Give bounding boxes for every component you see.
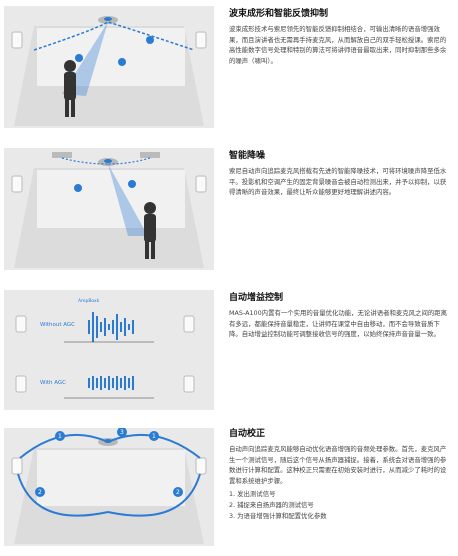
agc-tag-label: AmpBoxk [78, 298, 100, 304]
section-title: 波束成形和智能反馈抑制 [229, 9, 329, 19]
list-item: 1. 发出测试信号 [229, 490, 276, 499]
list-item: 3. 为语音增强计算和配置优化参数 [229, 511, 327, 520]
section-agc: AmpBoxk Without AGC With AGC [0, 280, 458, 420]
section-body: 索尼自动声向追踪麦克风搭载有先进的智能降噪技术，可将环境噪声降至低水平。投影机和… [229, 167, 447, 197]
section-auto-correction: 1 1 2 2 3 自动校正 自动声向追踪麦克风能够自动优化语音增强的音频处理参… [0, 420, 458, 556]
section-title: 自动增益控制 [229, 293, 284, 303]
list-item: 2. 捕捉来自扬声器的测试信号 [229, 500, 314, 509]
step-marker-1-right: 1 [152, 433, 156, 440]
section-body: 自动声向追踪麦克风能够自动优化语音增强的音频处理参数。首先，麦克风产生一个测试信… [229, 445, 447, 485]
step-marker-2-right: 2 [176, 489, 180, 496]
step-marker-3: 3 [120, 429, 124, 436]
section-body: MAS-A100内置有一个实用的音量优化功能，无论讲语者和麦克风之间的距离有多远… [229, 309, 448, 339]
step-marker-2: 2 [38, 489, 42, 496]
section-title: 智能降噪 [229, 151, 266, 161]
without-agc-label: Without AGC [40, 322, 75, 328]
noise-reduction-illustration [4, 148, 214, 270]
step-marker-1: 1 [58, 433, 62, 440]
auto-correction-illustration: 1 1 2 2 3 [4, 428, 214, 546]
steps-list: 1. 发出测试信号 2. 捕捉来自扬声器的测试信号 3. 为语音增强计算和配置优… [229, 489, 449, 521]
with-agc-label: With AGC [40, 380, 66, 386]
agc-illustration: AmpBoxk Without AGC With AGC [4, 290, 214, 410]
beamforming-illustration [4, 6, 214, 128]
section-title: 自动校正 [229, 429, 266, 439]
section-body: 波束成形技术与索尼领先的智能反馈抑制相结合，可输出清晰的语音增强效果，而且演讲者… [229, 25, 447, 65]
section-noise-reduction: 智能降噪 索尼自动声向追踪麦克风搭载有先进的智能降噪技术，可将环境噪声降至低水平… [0, 140, 458, 280]
section-beamforming: 波束成形和智能反馈抑制 波束成形技术与索尼领先的智能反馈抑制相结合，可输出清晰的… [0, 0, 458, 140]
